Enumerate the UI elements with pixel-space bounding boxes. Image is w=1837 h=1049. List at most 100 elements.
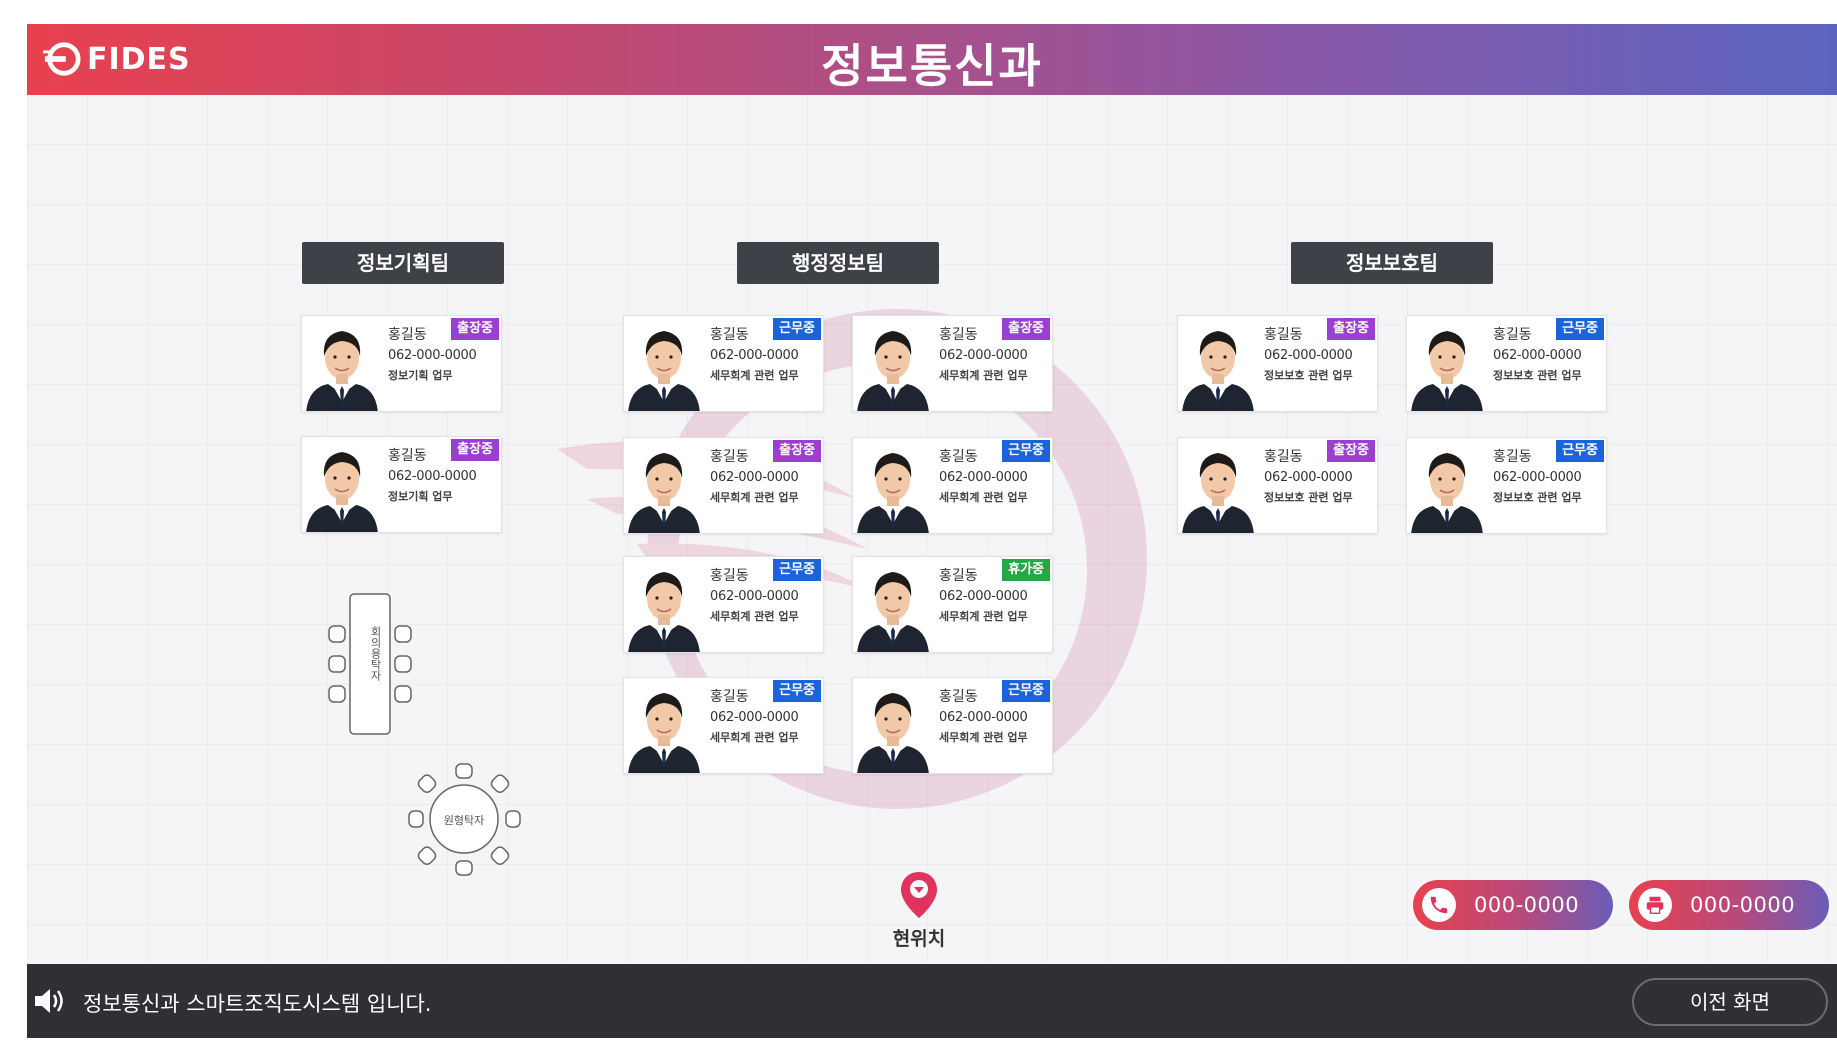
member-card[interactable]: 홍길동 062-000-0000 세무회계 관련 업무 출장중 (623, 437, 824, 534)
member-phone: 062-000-0000 (939, 348, 1028, 363)
member-card[interactable]: 홍길동 062-000-0000 세무회계 관련 업무 근무중 (623, 556, 824, 653)
footer-bar: 정보통신과 스마트조직도시스템 입니다. 이전 화면 (27, 964, 1837, 1038)
header-bar: FIDES 정보통신과 (27, 24, 1837, 95)
fides-logo-icon (43, 42, 81, 76)
round-table-label: 원형탁자 (443, 814, 485, 827)
meeting-table-shape (328, 593, 412, 735)
member-photo (853, 316, 933, 411)
member-duty: 세무회계 관련 업무 (710, 731, 799, 744)
team-label-admin-info: 행정정보팀 (737, 242, 939, 284)
status-badge: 근무중 (773, 680, 821, 702)
member-card[interactable]: 홍길동 062-000-0000 정보기획 업무 출장중 (301, 315, 502, 412)
phone-icon (1422, 888, 1456, 922)
member-duty: 정보보호 관련 업무 (1493, 369, 1582, 382)
member-name: 홍길동 (1264, 449, 1303, 465)
member-photo (1178, 316, 1258, 411)
status-badge: 근무중 (773, 559, 821, 581)
member-card[interactable]: 홍길동 062-000-0000 정보보호 관련 업무 출장중 (1177, 315, 1378, 412)
member-name: 홍길동 (388, 327, 427, 343)
status-badge: 근무중 (773, 318, 821, 340)
member-photo (853, 438, 933, 533)
member-duty: 정보보호 관련 업무 (1493, 491, 1582, 504)
status-badge: 출장중 (451, 439, 499, 461)
member-phone: 062-000-0000 (388, 348, 477, 363)
meeting-table-label: 회의용탁자 (369, 626, 382, 681)
member-card[interactable]: 홍길동 062-000-0000 정보보호 관련 업무 근무중 (1406, 437, 1607, 534)
member-photo (1407, 316, 1487, 411)
fax-button[interactable]: 000-0000 (1629, 880, 1829, 930)
member-photo (624, 557, 704, 652)
speaker-icon[interactable] (33, 985, 67, 1017)
member-duty: 세무회계 관련 업무 (710, 610, 799, 623)
member-photo (853, 557, 933, 652)
member-duty: 세무회계 관련 업무 (710, 369, 799, 382)
member-name: 홍길동 (939, 689, 978, 705)
member-phone: 062-000-0000 (710, 589, 799, 604)
fax-icon (1638, 888, 1672, 922)
member-phone: 062-000-0000 (1264, 348, 1353, 363)
member-name: 홍길동 (939, 449, 978, 465)
member-phone: 062-000-0000 (710, 710, 799, 725)
member-name: 홍길동 (710, 689, 749, 705)
member-name: 홍길동 (1264, 327, 1303, 343)
member-duty: 정보기획 업무 (388, 369, 453, 382)
map-pin-icon (901, 872, 937, 918)
member-card[interactable]: 홍길동 062-000-0000 세무회계 관련 업무 출장중 (852, 315, 1053, 412)
fax-number: 000-0000 (1690, 893, 1796, 917)
member-name: 홍길동 (1493, 449, 1532, 465)
meeting-table: 회의용탁자 (317, 588, 417, 738)
member-photo (1407, 438, 1487, 533)
member-duty: 세무회계 관련 업무 (710, 491, 799, 504)
member-name: 홍길동 (939, 568, 978, 584)
team-label-security: 정보보호팀 (1291, 242, 1493, 284)
footer-message: 정보통신과 스마트조직도시스템 입니다. (83, 992, 432, 1016)
member-name: 홍길동 (1493, 327, 1532, 343)
member-name: 홍길동 (710, 568, 749, 584)
member-card[interactable]: 홍길동 062-000-0000 정보기획 업무 출장중 (301, 436, 502, 533)
member-photo (1178, 438, 1258, 533)
member-photo (302, 316, 382, 411)
member-name: 홍길동 (388, 448, 427, 464)
member-duty: 정보기획 업무 (388, 490, 453, 503)
status-badge: 근무중 (1002, 680, 1050, 702)
round-table: 원형탁자 (407, 762, 522, 877)
page-title: 정보통신과 (821, 39, 1043, 93)
round-table-shape (408, 763, 521, 876)
member-phone: 062-000-0000 (1493, 348, 1582, 363)
member-photo (624, 438, 704, 533)
member-card[interactable]: 홍길동 062-000-0000 세무회계 관련 업무 근무중 (623, 315, 824, 412)
member-duty: 정보보호 관련 업무 (1264, 491, 1353, 504)
member-photo (302, 437, 382, 532)
back-button[interactable]: 이전 화면 (1632, 978, 1828, 1026)
member-phone: 062-000-0000 (710, 348, 799, 363)
member-phone: 062-000-0000 (939, 589, 1028, 604)
member-duty: 세무회계 관련 업무 (939, 731, 1028, 744)
member-phone: 062-000-0000 (939, 470, 1028, 485)
member-duty: 정보보호 관련 업무 (1264, 369, 1353, 382)
status-badge: 출장중 (1002, 318, 1050, 340)
member-card[interactable]: 홍길동 062-000-0000 세무회계 관련 업무 근무중 (852, 437, 1053, 534)
member-card[interactable]: 홍길동 062-000-0000 세무회계 관련 업무 근무중 (623, 677, 824, 774)
status-badge: 출장중 (1327, 440, 1375, 462)
member-card[interactable]: 홍길동 062-000-0000 세무회계 관련 업무 휴가중 (852, 556, 1053, 653)
member-duty: 세무회계 관련 업무 (939, 369, 1028, 382)
member-duty: 세무회계 관련 업무 (939, 491, 1028, 504)
member-card[interactable]: 홍길동 062-000-0000 정보보호 관련 업무 출장중 (1177, 437, 1378, 534)
status-badge: 출장중 (773, 440, 821, 462)
member-name: 홍길동 (939, 327, 978, 343)
member-phone: 062-000-0000 (710, 470, 799, 485)
status-badge: 휴가중 (1002, 559, 1050, 581)
member-phone: 062-000-0000 (939, 710, 1028, 725)
org-chart-screen: FIDES 정보통신과 정보기획팀 행정정보팀 정보보호팀 홍길동 062-00… (27, 24, 1837, 1038)
member-name: 홍길동 (710, 449, 749, 465)
member-phone: 062-000-0000 (1493, 470, 1582, 485)
status-badge: 근무중 (1002, 440, 1050, 462)
phone-button[interactable]: 000-0000 (1413, 880, 1613, 930)
member-card[interactable]: 홍길동 062-000-0000 세무회계 관련 업무 근무중 (852, 677, 1053, 774)
member-card[interactable]: 홍길동 062-000-0000 정보보호 관련 업무 근무중 (1406, 315, 1607, 412)
phone-number: 000-0000 (1474, 893, 1580, 917)
status-badge: 출장중 (451, 318, 499, 340)
current-location-marker: 현위치 (874, 870, 964, 951)
member-photo (624, 316, 704, 411)
member-phone: 062-000-0000 (1264, 470, 1353, 485)
